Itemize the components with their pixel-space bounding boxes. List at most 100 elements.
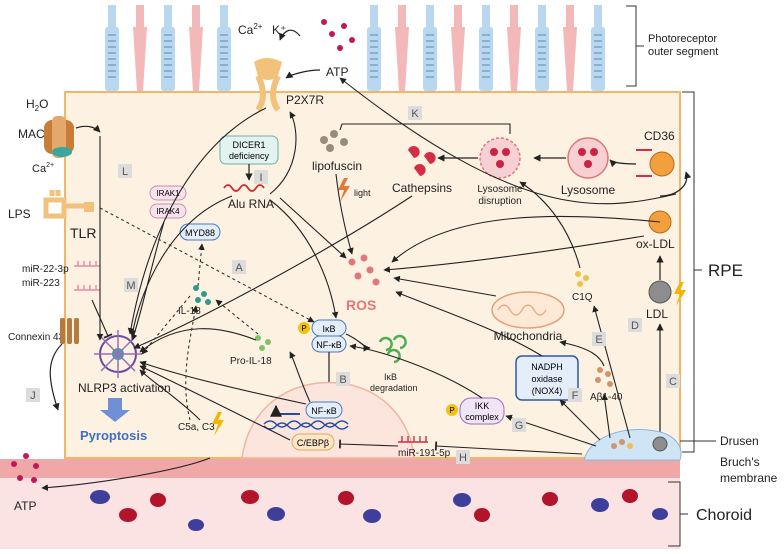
nadph-label-2: oxidase (531, 374, 562, 384)
p-label-2: P (449, 406, 454, 415)
ldl-bolt-icon (674, 282, 686, 306)
lps-label: LPS (8, 207, 31, 221)
nfkb-nucleus-box (305, 401, 343, 419)
atp-bottom-dots (11, 453, 39, 483)
letter-box-c (666, 374, 680, 388)
photoreceptor-label-2: outer segment (648, 46, 718, 58)
abeta-aggregates-icon (595, 367, 613, 387)
photoreceptor-bracket (626, 5, 644, 87)
letter-box-h (456, 450, 470, 464)
mitochondria-icon (491, 291, 565, 329)
dotted-arrows (99, 207, 315, 421)
pyroptosis-label: Pyroptosis (80, 428, 147, 443)
nadph-label-1: NADPH (531, 362, 563, 372)
pyroptosis-arrow (100, 398, 130, 422)
light-label: light (354, 188, 371, 198)
choroid-bracket (668, 481, 688, 547)
svg-text:I: I (259, 172, 262, 184)
ikb-degradation-icon (378, 334, 407, 364)
p2x7r-label: P2X7R (286, 93, 324, 107)
nfkb-nucleus-label: NF-κB (311, 406, 337, 416)
cebpb-box (291, 433, 335, 451)
cd36-receptor-icon (636, 149, 652, 177)
dicer1-label-2: deficiency (229, 151, 270, 161)
mac-label: MAC (18, 127, 45, 141)
p-phospho-badge-2 (446, 404, 458, 416)
letter-box-f (568, 388, 582, 402)
ox-ldl-particle-1 (649, 151, 675, 177)
cd36-label: CD36 (644, 129, 675, 143)
nfkb-label: NF-κB (316, 340, 342, 350)
irak1-label: IRAK1 (156, 189, 180, 198)
il18-dots (193, 285, 211, 305)
svg-text:J: J (30, 390, 36, 402)
il18-label: IL-18 (178, 306, 201, 317)
light-bolt-icon (338, 178, 350, 202)
choroid-label: Choroid (696, 507, 752, 524)
letter-box-k (408, 106, 422, 120)
ldl-label: LDL (646, 307, 668, 321)
atp-top-label: ATP (326, 65, 348, 79)
svg-text:F: F (572, 390, 579, 402)
pro-il18-dots (255, 335, 271, 351)
tlr-receptor-icon (43, 190, 94, 219)
alu-rna-squiggle (223, 184, 265, 192)
ikb-label: IκB (322, 324, 335, 334)
mir223-label: miR-223 (22, 278, 60, 289)
myd88-label: MYD88 (185, 228, 215, 238)
svg-text:L: L (122, 166, 128, 178)
pathway-arrows (41, 77, 677, 491)
cebpb-label: C/EBPβ (297, 438, 329, 448)
svg-text:E: E (595, 334, 602, 346)
mir191-hairpin-icon (398, 436, 428, 443)
rpe-label: RPE (708, 261, 743, 280)
lyso-disruption-label-1: Lysosome (477, 184, 523, 195)
mir-hairpin-icons (74, 261, 100, 291)
atp-bottom-label: ATP (14, 499, 36, 513)
svg-text:K: K (411, 108, 419, 120)
ca-top-label: Ca2+ (238, 22, 263, 37)
cathepsins-label: Cathepsins (392, 181, 452, 195)
bruchs-membrane (0, 459, 680, 478)
tlr-label: TLR (70, 225, 96, 241)
h2o-label: H2O (26, 97, 48, 113)
letter-box-a (232, 260, 246, 274)
ikb-degradation-label-2: degradation (370, 383, 418, 393)
atp-top-dots (321, 19, 355, 51)
drusen-label: Drusen (720, 434, 759, 448)
nadph-box (515, 355, 579, 401)
k-top-label: K⁺ (272, 23, 286, 37)
ros-dots (348, 254, 380, 286)
alu-rna-label: Alu RNA (228, 197, 274, 211)
rpe-bracket (682, 91, 702, 453)
bruch-label-2: membrane (720, 471, 778, 485)
letter-box-g (512, 418, 526, 432)
letter-box-l (118, 164, 132, 178)
drusen-content-icons (611, 436, 668, 452)
letter-box-m (124, 278, 138, 292)
mir22-label: miR-22-3p (22, 264, 69, 275)
nadph-label-3: (NOX4) (532, 386, 563, 396)
bruch-label-1: Bruch's (720, 455, 760, 469)
connexin-channel-icon (60, 318, 79, 344)
letter-box-e (592, 332, 606, 346)
lipofuscin-dots (320, 130, 348, 152)
lysosome-icon (567, 137, 609, 179)
letter-box-d (628, 318, 642, 332)
blood-cells (90, 489, 668, 531)
c1q-dots (575, 271, 589, 287)
c1q-label: C1Q (572, 292, 593, 303)
lysosome-label: Lysosome (561, 183, 616, 197)
letter-box-i (254, 170, 268, 184)
lysosome-disruption-icon (479, 137, 521, 179)
irak4-label: IRAK4 (156, 207, 180, 216)
ox-ldl-label: ox-LDL (636, 237, 675, 251)
ikb-degradation-label-1: IκB (384, 372, 397, 382)
dicer1-label-1: DICER1 (232, 140, 265, 150)
mac-pore-icon (44, 116, 74, 158)
c5a-label: C5a, C3 (178, 422, 215, 433)
nlrp3-inflammasome-icon (94, 330, 142, 378)
ikk-label-1: IKK (475, 401, 490, 411)
lipofuscin-label: lipofuscin (312, 159, 362, 173)
